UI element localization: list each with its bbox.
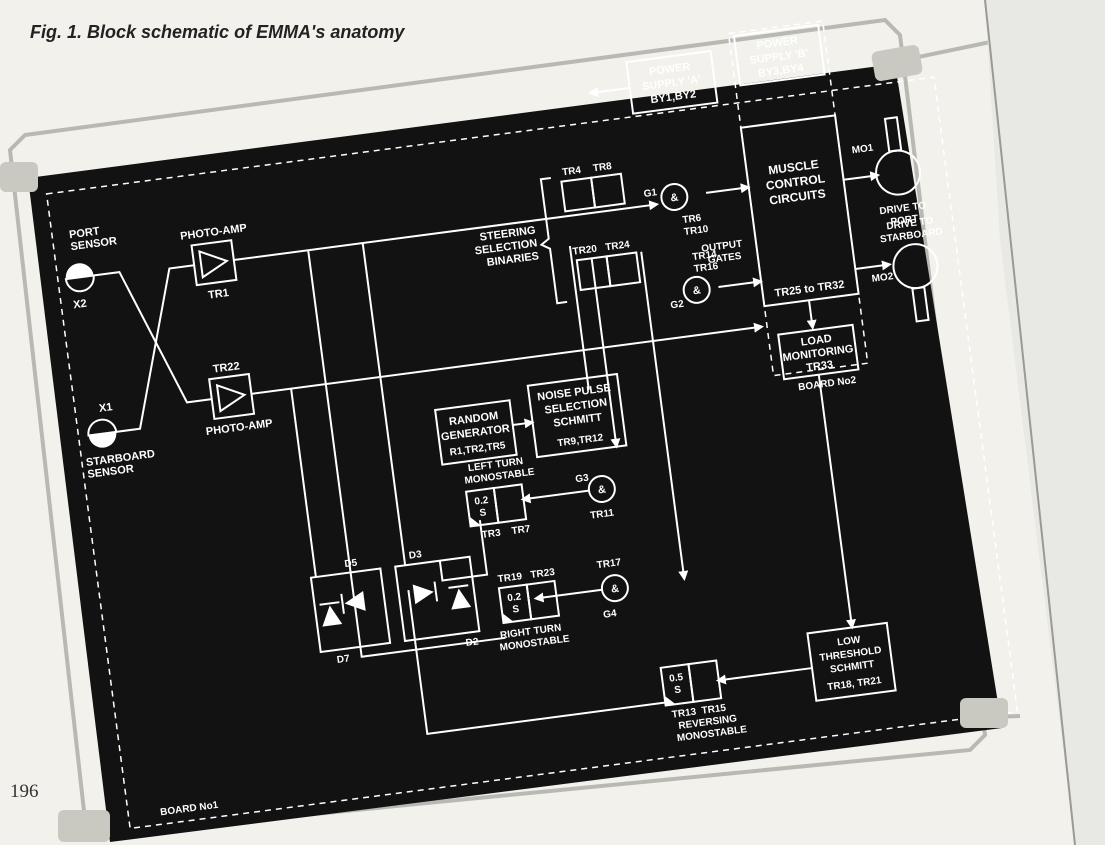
gate-g1-id: G1 xyxy=(643,187,658,200)
left-turn-time: 0.2 xyxy=(474,495,490,508)
board-background xyxy=(28,64,1002,842)
gate-g4-id: G4 xyxy=(603,608,618,621)
reversing-time: 0.5 xyxy=(669,672,685,685)
diode-d5: D5 xyxy=(344,558,359,571)
port-sensor-id: X2 xyxy=(73,298,88,312)
diode-d2: D2 xyxy=(465,636,480,649)
gate-g1-symbol: & xyxy=(670,192,679,205)
diode-d7: D7 xyxy=(336,653,351,666)
gate-g3-symbol: & xyxy=(597,483,606,496)
right-turn-time: 0.2 xyxy=(507,591,523,604)
diode-d3: D3 xyxy=(408,549,423,562)
starboard-sensor-id: X1 xyxy=(98,401,113,415)
gate-g2-id: G2 xyxy=(670,299,685,312)
gate-g2-symbol: & xyxy=(692,284,701,297)
gate-g3-id: G3 xyxy=(575,473,590,486)
gate-g4-symbol: & xyxy=(610,583,619,596)
